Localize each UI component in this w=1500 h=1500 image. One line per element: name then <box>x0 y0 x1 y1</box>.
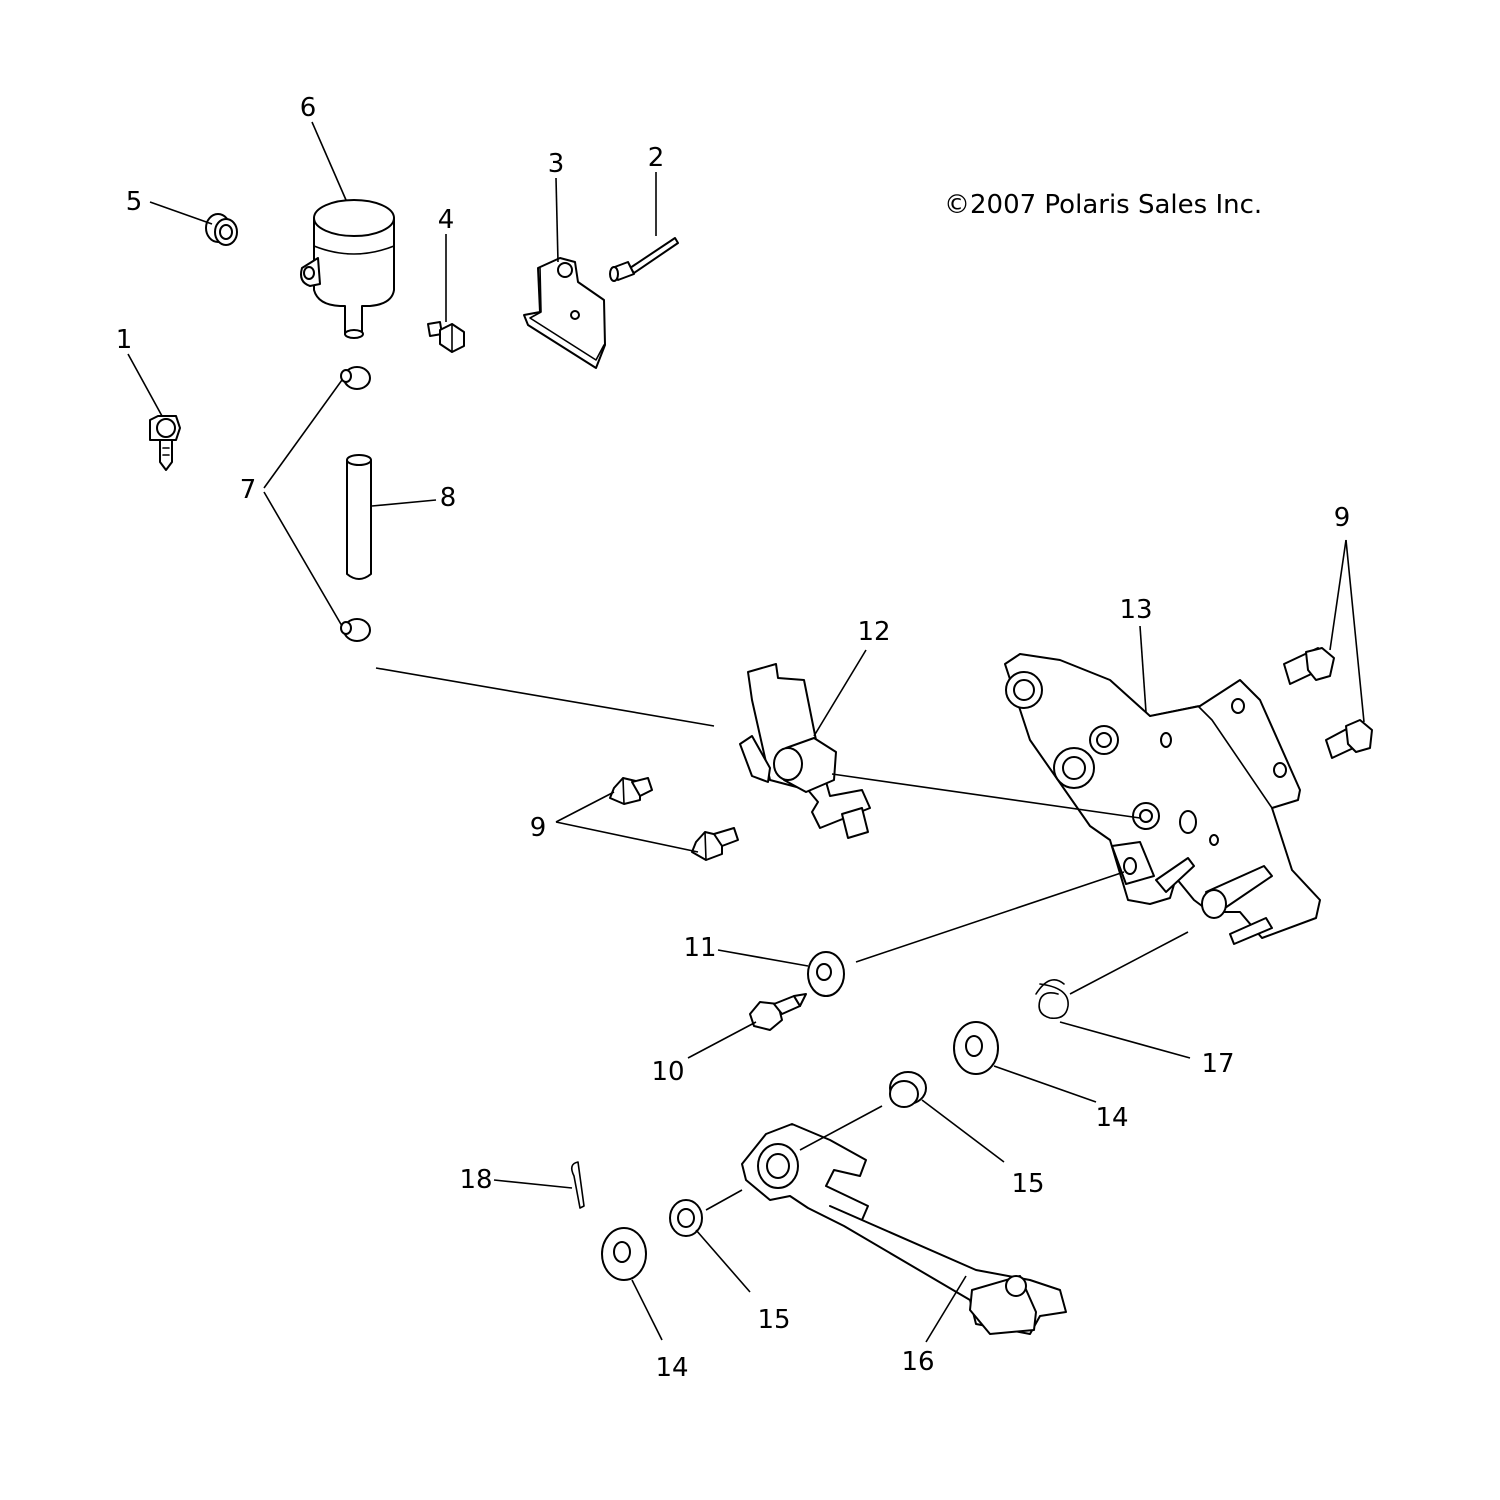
callout-8: 8 <box>440 483 457 513</box>
callout-1: 1 <box>116 325 133 355</box>
part-15-bushing-upper <box>889 1071 927 1108</box>
part-14-washer-left <box>601 1227 647 1281</box>
leader-6 <box>311 121 347 201</box>
part-18-cotter-pin <box>570 1161 585 1209</box>
leader-11 <box>717 949 809 967</box>
part-6-reservoir <box>300 199 395 339</box>
callout-9-left: 9 <box>530 813 547 843</box>
leader-17-assembly <box>1069 931 1189 995</box>
callout-15-upper: 15 <box>1011 1169 1044 1199</box>
part-11-washer <box>807 951 845 997</box>
leader-15-assembly <box>799 1105 883 1151</box>
part-9-bolt-upper-right <box>1283 647 1335 685</box>
part-13-mounting-plate <box>1004 653 1321 945</box>
leader-3 <box>555 177 559 263</box>
callout-12: 12 <box>857 617 890 647</box>
leader-13 <box>1139 625 1147 713</box>
part-8-hose <box>346 454 372 580</box>
callout-2: 2 <box>648 143 665 173</box>
callout-7: 7 <box>240 475 257 505</box>
leader-11-assembly <box>855 871 1125 963</box>
leader-hose-assembly <box>375 667 715 727</box>
leader-9-left-b <box>555 821 699 853</box>
copyright-notice: ©2007 Polaris Sales Inc. <box>944 190 1263 220</box>
leader-15b <box>695 1229 751 1293</box>
callout-6: 6 <box>300 93 317 123</box>
callout-14-left: 14 <box>655 1353 688 1383</box>
callout-3: 3 <box>548 149 565 179</box>
callout-14-right: 14 <box>1095 1103 1128 1133</box>
part-7-clamp-bottom <box>340 618 371 642</box>
leader-14b <box>631 1279 663 1341</box>
callout-17: 17 <box>1201 1049 1234 1079</box>
leader-7a <box>263 379 343 489</box>
part-9-bolt-lower-left <box>691 827 739 861</box>
callout-13: 13 <box>1119 595 1152 625</box>
leader-14a <box>993 1065 1097 1103</box>
leader-9-right-a <box>1329 539 1347 651</box>
part-9-bolt-lower-right <box>1325 719 1373 759</box>
leader-9-left-a <box>555 791 615 823</box>
leader-8 <box>371 499 437 507</box>
part-12-master-cylinder <box>739 663 871 839</box>
callout-9-right: 9 <box>1334 503 1351 533</box>
part-4-bolt <box>427 321 465 353</box>
leader-1 <box>127 353 163 417</box>
leader-16 <box>925 1275 967 1343</box>
part-7-clamp-top <box>340 366 371 390</box>
part-15-bushing-lower <box>669 1199 703 1237</box>
part-9-bolt-upper-left <box>609 777 653 805</box>
leader-12 <box>813 649 867 737</box>
part-10-screw <box>749 993 807 1031</box>
part-17-spring <box>1035 978 1069 1020</box>
leader-18 <box>493 1179 573 1189</box>
leader-15a <box>921 1099 1005 1163</box>
part-2-rivet <box>609 237 679 282</box>
callout-11: 11 <box>683 933 716 963</box>
leader-5 <box>149 201 213 225</box>
leader-9-right-b <box>1345 539 1365 723</box>
leader-12-assembly <box>831 773 1141 819</box>
leader-lines <box>127 121 1365 1343</box>
leader-17 <box>1059 1021 1191 1059</box>
callout-4: 4 <box>438 205 455 235</box>
part-5-grommet <box>205 213 238 246</box>
callout-18: 18 <box>459 1165 492 1195</box>
part-16-brake-pedal <box>741 1123 1067 1335</box>
callout-5: 5 <box>126 187 143 217</box>
callout-15-lower: 15 <box>757 1305 790 1335</box>
callout-16: 16 <box>901 1347 934 1377</box>
leader-10 <box>687 1021 757 1059</box>
leader-15-pedal <box>705 1189 743 1211</box>
callout-labels: 1 2 3 4 5 6 7 8 9 9 10 11 12 13 14 14 15… <box>116 93 1351 1383</box>
part-3-bracket <box>523 257 606 369</box>
leader-7b <box>263 491 343 627</box>
part-14-washer-right <box>953 1021 999 1075</box>
part-1-clip <box>149 415 181 471</box>
callout-10: 10 <box>651 1057 684 1087</box>
